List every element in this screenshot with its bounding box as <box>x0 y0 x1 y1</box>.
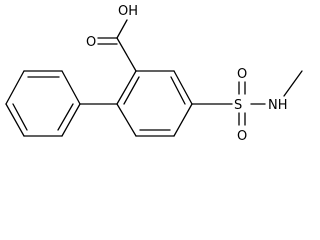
carboxyl-c-bond <box>116 37 137 72</box>
hydroxyl-bond <box>116 19 128 39</box>
n-methyl-bond <box>283 70 303 97</box>
sulfonamide-group: S O O NH <box>191 67 303 144</box>
phenyl-bond <box>5 103 25 137</box>
phenyl-ring <box>5 70 81 137</box>
phenyl-bond <box>5 70 25 105</box>
phenyl-inner-double-bond <box>57 103 74 131</box>
phenyl-bond <box>61 103 81 137</box>
ring-bond <box>116 103 137 137</box>
ring-inner-double-bond <box>123 76 140 105</box>
ring-bond <box>173 70 193 105</box>
carbonyl-o-label: O <box>86 35 96 50</box>
structure-canvas: OH O S O O NH <box>5 4 303 144</box>
amine-label: NH <box>268 98 288 113</box>
sulfonyl-o-top-label: O <box>237 67 247 82</box>
ring-inner-double-bond <box>170 76 186 105</box>
phenyl-bond <box>61 70 81 105</box>
hydroxyl-label: OH <box>118 4 138 19</box>
phenyl-inner-double-bond <box>12 103 28 131</box>
carboxyl-group: OH O <box>86 4 138 72</box>
molecule-diagram: OH O S O O NH <box>5 4 303 144</box>
ring-bond <box>173 103 193 137</box>
sulfur-label: S <box>234 98 242 113</box>
sulfonyl-o-bottom-label: O <box>237 129 247 144</box>
ring-bond <box>116 70 137 105</box>
central-ring <box>116 70 193 137</box>
